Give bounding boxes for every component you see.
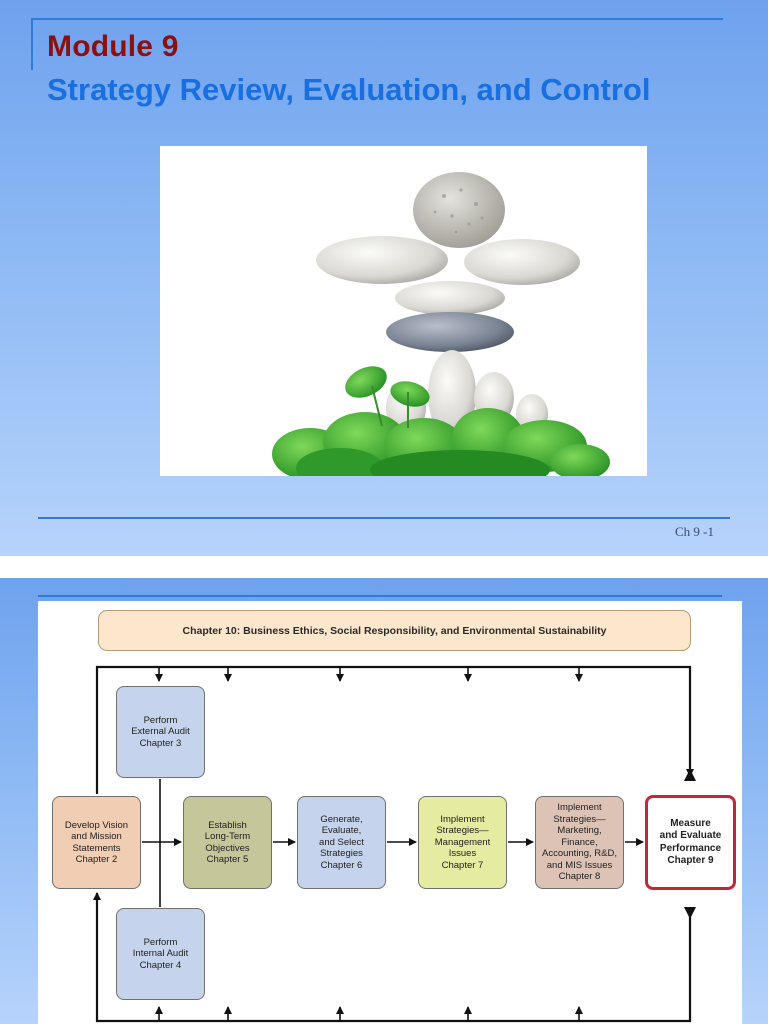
internal-audit-box: Perform Internal Audit Chapter 4 [116, 908, 205, 1000]
slide2-top-rule [38, 595, 722, 597]
module-subtitle: Strategy Review, Evaluation, and Control [47, 72, 651, 107]
slide-2: Chapter 10: Business Ethics, Social Resp… [0, 578, 768, 1024]
strategic-management-model: Chapter 10: Business Ethics, Social Resp… [38, 601, 742, 1024]
vision-mission-box: Develop Vision and Mission Statements Ch… [52, 796, 141, 889]
ethics-banner: Chapter 10: Business Ethics, Social Resp… [98, 610, 691, 651]
balanced-stones-image [160, 146, 647, 476]
management-issues-box: Implement Strategies— Management Issues … [418, 796, 507, 889]
feedback-loop-top [95, 665, 694, 794]
measure-performance-box: Measure and Evaluate Performance Chapter… [645, 795, 736, 890]
feedback-loop-bottom [93, 892, 692, 1023]
left-rule [31, 18, 33, 70]
select-strategies-box: Generate, Evaluate, and Select Strategie… [297, 796, 386, 889]
slide-1: Module 9 Strategy Review, Evaluation, an… [0, 0, 768, 556]
top-rule [31, 18, 723, 20]
balanced-stones-icon [272, 172, 610, 476]
slide-number: Ch 9 -1 [675, 524, 714, 539]
external-audit-box: Perform External Audit Chapter 3 [116, 686, 205, 778]
bottom-rule [38, 517, 730, 519]
long-term-objectives-box: Establish Long-Term Objectives Chapter 5 [183, 796, 272, 889]
marketing-finance-box: Implement Strategies— Marketing, Finance… [535, 796, 624, 889]
flow-connectors [93, 665, 696, 1023]
module-title: Module 9 [47, 30, 179, 63]
